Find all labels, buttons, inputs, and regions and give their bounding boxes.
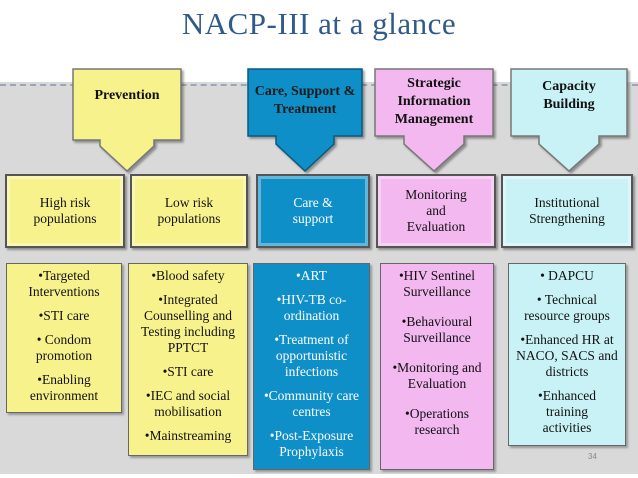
box-high-risk-populations: High risk populations — [5, 174, 125, 248]
arrow-label: Prevention — [94, 88, 160, 103]
list-item: • Technical resource groups — [524, 292, 610, 323]
list-item: •Integrated Counselling and Testing incl… — [141, 292, 235, 355]
list-item: •Targeted Interventions — [28, 268, 100, 299]
list-item: •Enhanced HR at NACO, SACS and districts — [516, 332, 618, 379]
list-prevention-high-risk: •Targeted Interventions •STI care • Cond… — [6, 263, 122, 413]
list-strategic-information: •HIV Sentinel Surveillance •Behavioural … — [380, 263, 494, 470]
list-item: •Behavioural Surveillance — [401, 314, 473, 345]
box-care-support: Care & support — [256, 174, 370, 248]
list-item: •HIV-TB co-ordination — [276, 292, 347, 323]
list-care-support: •ART •HIV-TB co-ordination •Treatment of… — [253, 263, 370, 470]
list-item: •Operations research — [405, 406, 469, 437]
box-monitoring-evaluation: Monitoring and Evaluation — [376, 174, 496, 248]
list-item: •STI care — [162, 364, 214, 379]
list-item: •Enabling environment — [29, 372, 99, 403]
list-item: • DAPCU — [540, 268, 594, 283]
page-number: 34 — [588, 452, 597, 461]
arrow-capacity-building: Capacity Building — [510, 68, 628, 173]
list-item: •Post-Exposure Prophylaxis — [269, 428, 354, 459]
arrow-strategic-information: Strategic Information Management — [374, 68, 494, 173]
arrow-label: Care, Support & Treatment — [254, 84, 356, 117]
list-item: •Monitoring and Evaluation — [392, 360, 482, 391]
list-item: •Mainstreaming — [144, 428, 232, 443]
box-low-risk-populations: Low risk populations — [130, 174, 248, 248]
list-capacity-building: • DAPCU • Technical resource groups •Enh… — [508, 263, 626, 446]
list-item: •Blood safety — [151, 268, 225, 283]
list-item: •ART — [296, 268, 327, 283]
list-item: • Condom promotion — [35, 332, 93, 363]
list-item: •Enhanced training activities — [538, 388, 596, 435]
arrow-care-support-treatment: Care, Support & Treatment — [247, 68, 363, 173]
list-item: •HIV Sentinel Surveillance — [398, 268, 476, 299]
list-item: •Treatment of opportunistic infections — [274, 332, 349, 379]
arrow-label: Capacity Building — [542, 79, 596, 112]
list-prevention-low-risk: •Blood safety •Integrated Counselling an… — [128, 263, 248, 456]
page-title: NACP-III at a glance — [181, 6, 457, 41]
arrow-prevention: Prevention — [72, 68, 182, 173]
list-item: •STI care — [38, 308, 90, 323]
list-item: •IEC and social mobilisation — [145, 388, 231, 419]
arrow-label: Strategic Information Management — [394, 76, 474, 127]
list-item: •Community care centres — [263, 388, 360, 419]
box-institutional-strengthening: Institutional Strengthening — [501, 174, 633, 248]
